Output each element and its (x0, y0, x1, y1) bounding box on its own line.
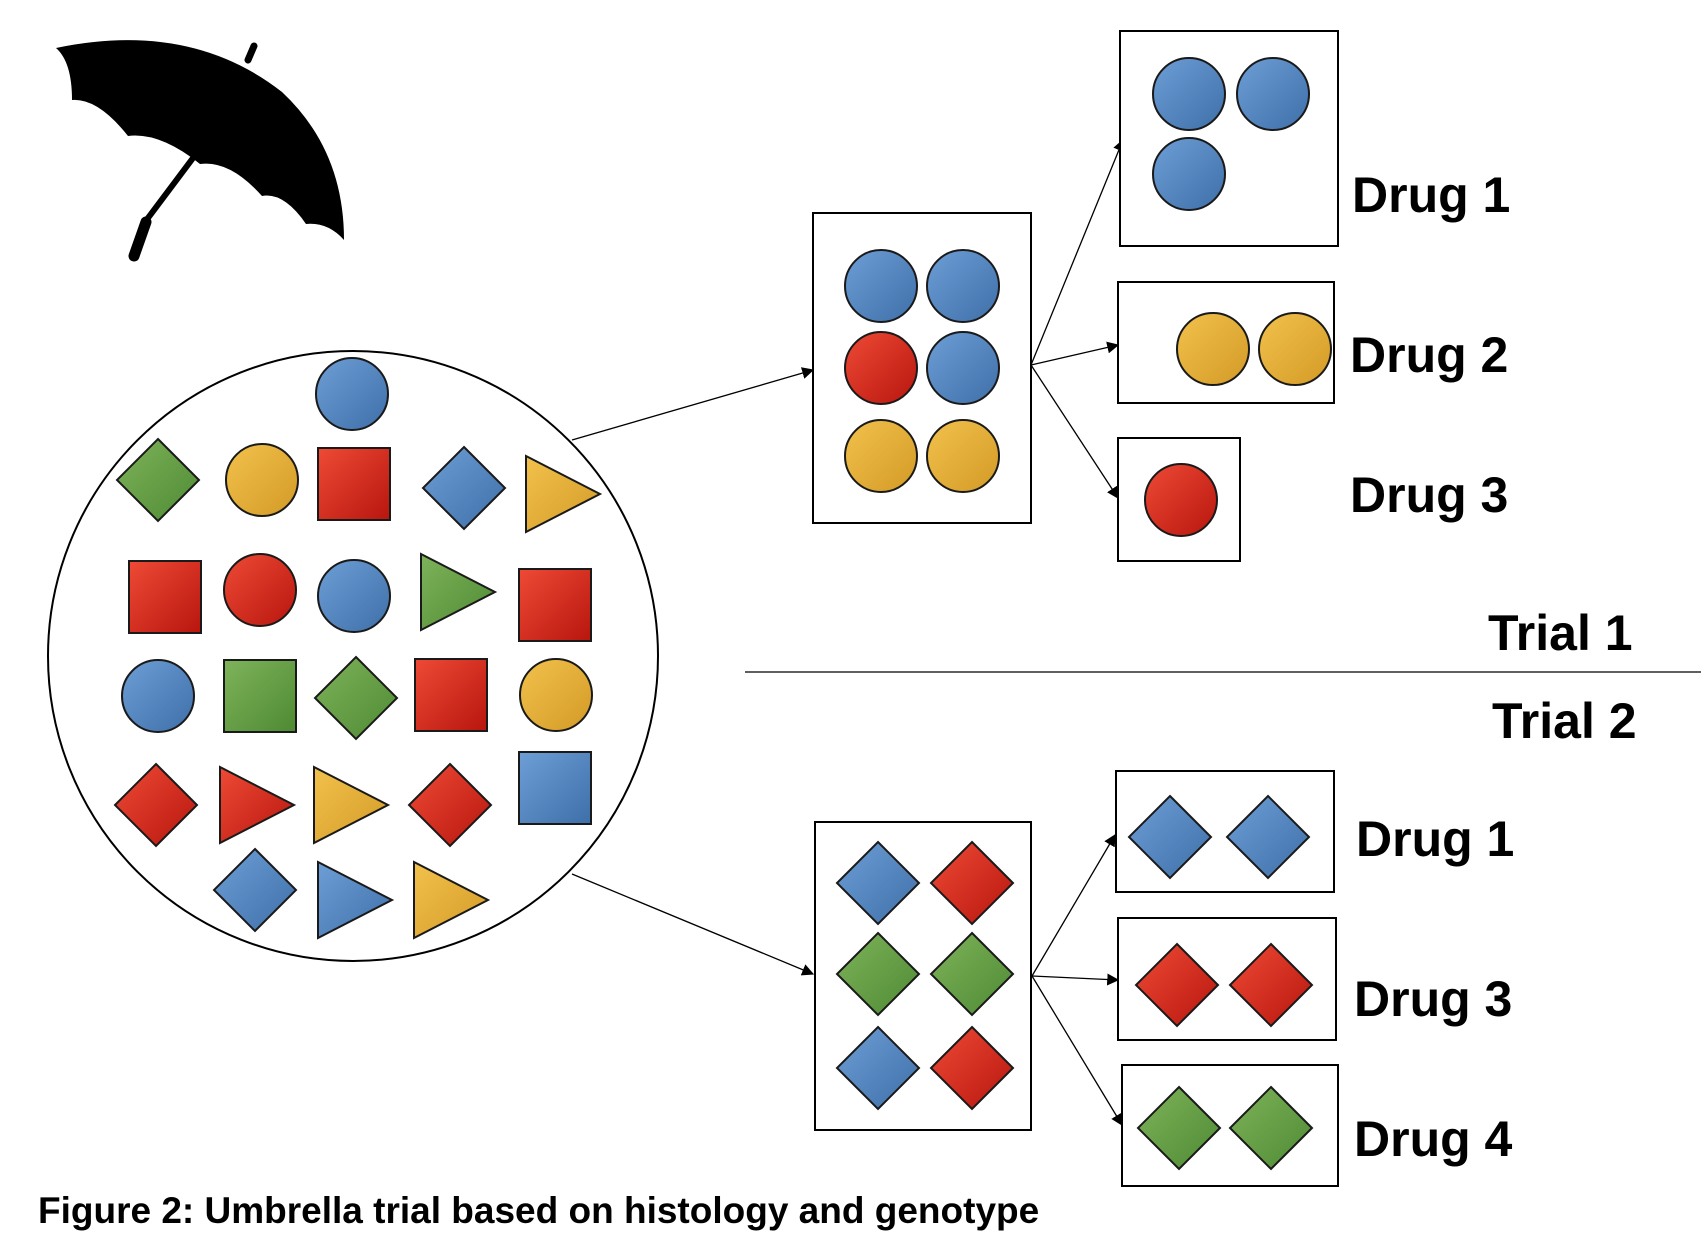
population-yellow-triangle (413, 860, 491, 940)
trial2-pool-green-diamond (929, 931, 1015, 1017)
trial1-pool-blue-circle (926, 331, 1000, 405)
population-green-diamond (115, 437, 201, 523)
trial2-arm3-green-diamond (1136, 1085, 1222, 1171)
arrow-t1-drug2 (1030, 341, 1120, 366)
population-blue-triangle (317, 860, 395, 940)
population-yellow-triangle (313, 765, 391, 845)
trial2-pool-blue-diamond (835, 1025, 921, 1111)
arrow-t2-drug1 (1031, 833, 1116, 977)
population-red-square (414, 658, 488, 732)
trial2-arm1-blue-diamond (1127, 794, 1213, 880)
population-red-diamond (113, 762, 199, 848)
trial2-pool-green-diamond (835, 931, 921, 1017)
trial2-arm2-red-diamond (1228, 942, 1314, 1028)
population-blue-circle (315, 357, 389, 431)
trial1-pool-blue-circle (844, 249, 918, 323)
population-blue-circle (121, 659, 195, 733)
trial1-arm2-yellow-circle (1176, 312, 1250, 386)
population-blue-square (518, 751, 592, 825)
population-green-triangle (420, 552, 498, 632)
trial2-label: Trial 2 (1492, 693, 1637, 749)
trial1-arm2-yellow-circle (1258, 312, 1332, 386)
trial1-drug1-box (1119, 30, 1339, 247)
trial1-pool-red-circle (844, 331, 918, 405)
trial1-arm1-blue-circle (1236, 57, 1310, 131)
trial2-arm3-green-diamond (1228, 1085, 1314, 1171)
population-shapes (113, 357, 603, 940)
arrow-t2-drug4 (1031, 975, 1123, 1127)
trial1-drug2-label: Drug 2 (1350, 327, 1508, 383)
population-blue-circle (317, 559, 391, 633)
figure-caption: Figure 2: Umbrella trial based on histol… (38, 1190, 1039, 1231)
trial1-drug1-label: Drug 1 (1352, 167, 1510, 223)
population-yellow-circle (225, 443, 299, 517)
population-yellow-circle (519, 658, 593, 732)
trial1-pool-yellow-circle (844, 419, 918, 493)
population-blue-diamond (212, 847, 298, 933)
trial2-pool-red-diamond (929, 840, 1015, 926)
population-red-square (518, 568, 592, 642)
trial2-drug4-label: Drug 4 (1354, 1111, 1513, 1167)
arrow-to-trial2 (571, 873, 815, 976)
trial1-drug3-label: Drug 3 (1350, 467, 1508, 523)
arrow-t2-drug3 (1031, 973, 1120, 986)
umbrella-icon (56, 40, 344, 262)
population-blue-diamond (421, 445, 507, 531)
population-red-triangle (219, 765, 297, 845)
population-red-diamond (407, 762, 493, 848)
population-red-circle (223, 553, 297, 627)
trial1-arm1-blue-circle (1152, 57, 1226, 131)
arrow-t1-drug1 (1030, 138, 1125, 366)
arrow-t1-drug3 (1030, 364, 1119, 500)
population-red-square (128, 560, 202, 634)
trial2-arm2-red-diamond (1134, 942, 1220, 1028)
box-shapes (835, 57, 1332, 1171)
trial2-drug1-label: Drug 1 (1356, 811, 1514, 867)
trial1-pool-blue-circle (926, 249, 1000, 323)
population-green-square (223, 659, 297, 733)
connector-arrows (571, 138, 1125, 1127)
trial1-pool-yellow-circle (926, 419, 1000, 493)
trial1-arm3-red-circle (1144, 463, 1218, 537)
arrow-to-trial1 (571, 367, 815, 441)
trial2-pool-blue-diamond (835, 840, 921, 926)
trial1-arm1-blue-circle (1152, 137, 1226, 211)
population-green-diamond (313, 655, 399, 741)
population-red-square (317, 447, 391, 521)
trial1-label: Trial 1 (1488, 605, 1633, 661)
trial2-pool-red-diamond (929, 1025, 1015, 1111)
population-yellow-triangle (525, 454, 603, 534)
trial2-drug3-label: Drug 3 (1354, 971, 1512, 1027)
population-circle (47, 350, 659, 962)
trial2-arm1-blue-diamond (1225, 794, 1311, 880)
